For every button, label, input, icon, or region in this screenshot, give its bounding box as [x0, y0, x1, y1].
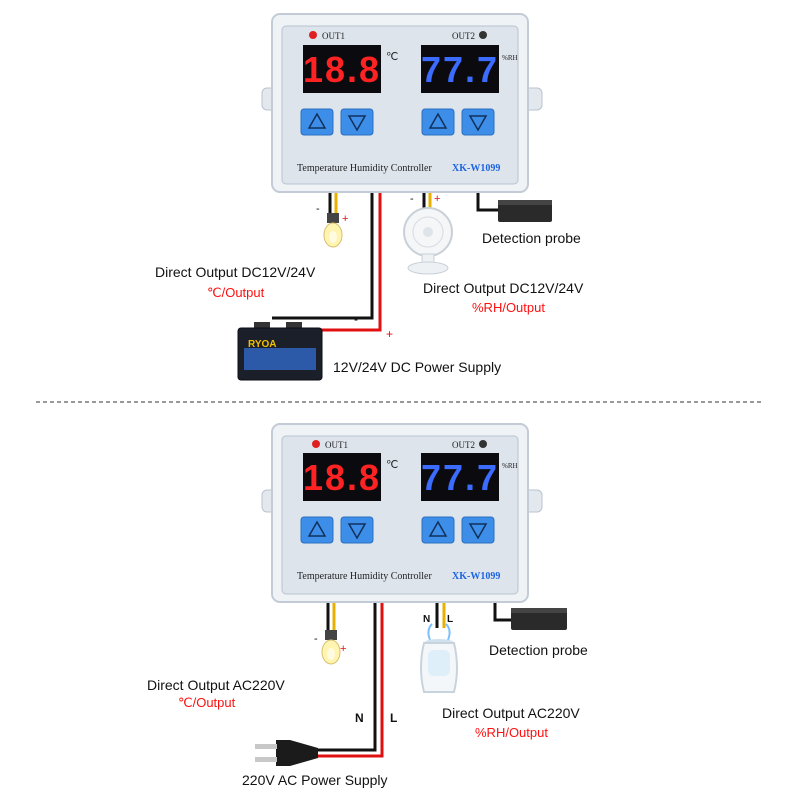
top-out1-led-icon	[309, 31, 317, 39]
bottom-model: XK-W1099	[452, 571, 500, 582]
bottom-probe-label: Detection probe	[489, 642, 588, 658]
bottom-probe-icon	[511, 608, 567, 630]
bottom-humidity-reading: 77.7	[421, 457, 499, 498]
bottom-temp-reading: 18.8	[303, 457, 381, 498]
bottom-out2-title: Direct Output AC220V	[442, 705, 580, 721]
bottom-lamp-icon: - +	[314, 630, 346, 665]
bottom-temp-display	[303, 453, 381, 501]
bottom-out1-minus: -	[314, 633, 318, 645]
bottom-temp-down-icon	[347, 523, 367, 540]
top-supply-minus: -	[354, 312, 358, 326]
top-battery-icon: RYOA	[237, 322, 323, 381]
top-temp-up-icon	[307, 112, 327, 129]
bottom-probe-wire	[493, 602, 512, 622]
top-out2-plus: +	[434, 193, 440, 205]
top-supply-plus: +	[386, 327, 393, 341]
top-out1-minus: -	[316, 203, 320, 215]
bottom-out2-n: N	[423, 614, 430, 625]
top-humidity-down-icon	[468, 115, 488, 132]
top-supply-wire-black	[272, 192, 374, 320]
top-fan-icon: - +	[403, 193, 453, 275]
bottom-product-name: Temperature Humidity Controller	[297, 571, 432, 582]
top-temp-down-icon	[347, 115, 367, 132]
top-supply-label: 12V/24V DC Power Supply	[333, 359, 501, 375]
top-temp-unit: ℃	[386, 51, 398, 63]
top-supply-wire-red	[300, 192, 382, 332]
top-out1-sub: ℃/Output	[207, 285, 265, 300]
bottom-out1-title: Direct Output AC220V	[147, 677, 285, 693]
top-out2-label: OUT2	[452, 31, 475, 41]
bottom-out2-led-icon	[479, 440, 487, 448]
bottom-out2-sub: %RH/Output	[475, 725, 548, 740]
top-out1-title: Direct Output DC12V/24V	[155, 264, 316, 280]
top-out2-led-icon	[479, 31, 487, 39]
top-humidity-display	[421, 45, 499, 93]
top-temp-display	[303, 45, 381, 93]
bottom-humidity-unit: %RH	[502, 462, 518, 470]
top-humidity-up-icon	[428, 112, 448, 129]
top-controller: OUT1 OUT2 18.8 ℃ 77.7 %RH Temperature Hu…	[261, 13, 543, 193]
bottom-out2-l: L	[447, 614, 453, 625]
bottom-supply-l: L	[390, 711, 397, 725]
top-diagram: OUT1 OUT2 18.8 ℃ 77.7 %RH Temperature Hu…	[155, 13, 584, 381]
bottom-out1-led-icon	[312, 440, 320, 448]
bottom-humidity-display	[421, 453, 499, 501]
bottom-out2-label: OUT2	[452, 440, 475, 450]
top-out1-label: OUT1	[322, 31, 345, 41]
battery-brand: RYOA	[248, 339, 277, 350]
top-wires	[272, 192, 500, 332]
bottom-wires	[318, 602, 512, 758]
top-out2-minus: -	[410, 193, 414, 205]
bottom-supply-label: 220V AC Power Supply	[242, 772, 388, 788]
bottom-out1-sub: ℃/Output	[178, 695, 236, 710]
bottom-controller: OUT1 OUT2 18.8 ℃ 77.7 %RH Temperature Hu…	[261, 423, 543, 603]
bottom-supply-n: N	[355, 711, 364, 725]
top-probe-label: Detection probe	[482, 230, 581, 246]
top-probe-icon	[498, 200, 552, 222]
top-lamp-icon: - +	[316, 203, 348, 248]
top-humidity-unit: %RH	[502, 54, 518, 62]
bottom-plug-icon	[255, 740, 318, 766]
bottom-temp-unit: ℃	[386, 459, 398, 471]
bottom-supply-wire-black	[318, 602, 377, 752]
bottom-supply-wire-red	[318, 602, 384, 758]
bottom-temp-up-icon	[307, 520, 327, 537]
top-out2-sub: %RH/Output	[472, 300, 545, 315]
top-model: XK-W1099	[452, 163, 500, 174]
top-probe-wire	[476, 192, 500, 212]
top-out1-plus: +	[342, 213, 348, 225]
top-out2-title: Direct Output DC12V/24V	[423, 280, 584, 296]
bottom-diagram: OUT1 OUT2 18.8 ℃ 77.7 %RH Temperature Hu…	[147, 423, 588, 788]
top-temp-reading: 18.8	[303, 49, 381, 90]
bottom-humidifier-icon: N L	[420, 614, 458, 693]
bottom-humidity-down-icon	[468, 523, 488, 540]
bottom-out1-label: OUT1	[325, 440, 348, 450]
bottom-humidity-up-icon	[428, 520, 448, 537]
top-humidity-reading: 77.7	[421, 49, 499, 90]
bottom-out1-plus: +	[340, 643, 346, 655]
top-product-name: Temperature Humidity Controller	[297, 163, 432, 174]
